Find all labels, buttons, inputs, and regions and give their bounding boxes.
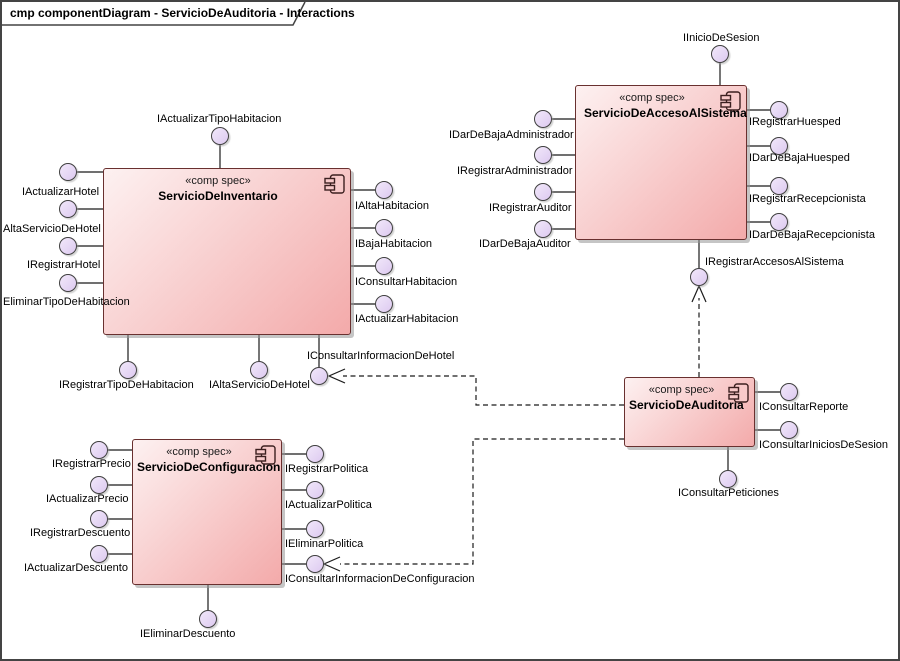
- component-icon: [255, 445, 276, 465]
- port-iregistraraccesosalsistema[interactable]: [690, 268, 708, 286]
- interface-label: IInicioDeSesion: [683, 32, 760, 44]
- interface-label: IConsultarInformacionDeHotel: [307, 350, 455, 362]
- interface-label: IEliminarPolitica: [285, 538, 364, 550]
- interface-label: IRegistrarTipoDeHabitacion: [59, 379, 194, 391]
- port-idardebajahuesped[interactable]: [770, 137, 788, 155]
- port-iconsultarhabitacion[interactable]: [375, 257, 393, 275]
- port-iactualizarhabitacion[interactable]: [375, 295, 393, 313]
- interface-label: IAltaHabitacion: [355, 200, 429, 212]
- dependency-auditoria-to-consultarinformaciondehotel[interactable]: [343, 375, 624, 406]
- interface-label: IRegistrarPrecio: [52, 458, 131, 470]
- interface-label: EliminarTipoDeHabitacion: [3, 296, 130, 308]
- port-iactualizarprecio[interactable]: [90, 476, 108, 494]
- port-iactualizardescuento[interactable]: [90, 545, 108, 563]
- interface-label: IDarDeBajaAdministrador: [449, 129, 574, 141]
- port-idardebajaauditor[interactable]: [534, 220, 552, 238]
- open-arrowhead-up: [691, 284, 707, 303]
- port-iconsultarreporte[interactable]: [780, 383, 798, 401]
- interface-label: IRegistrarPolitica: [285, 463, 369, 475]
- port-idardebajaadministrador[interactable]: [534, 110, 552, 128]
- interface-label: IRegistrarAdministrador: [457, 165, 573, 177]
- port-ibajahabitacion[interactable]: [375, 219, 393, 237]
- component-serviciodeconfiguracion[interactable]: «comp spec» ServicioDeConfiguracion: [132, 439, 282, 585]
- interface-label: IDarDeBajaHuesped: [749, 152, 850, 164]
- interface-label: IConsultarHabitacion: [355, 276, 458, 288]
- interface-label: IEliminarDescuento: [140, 628, 236, 640]
- interface-label: IConsultarIniciosDeSesion: [759, 439, 889, 451]
- port-idardebajarecepcionista[interactable]: [770, 213, 788, 231]
- interface-label: IRegistrarHotel: [27, 259, 101, 271]
- stereotype-label: «comp spec»: [166, 446, 232, 458]
- port-iregistrartipodehabitacion[interactable]: [119, 361, 137, 379]
- interface-label: IRegistrarAuditor: [489, 202, 572, 214]
- component-name: ServicioDeConfiguracion: [137, 460, 281, 474]
- solid-connectors: [77, 63, 780, 610]
- open-arrowhead-left: [327, 368, 346, 384]
- port-ialtahabitacion[interactable]: [375, 181, 393, 199]
- stereotype-label: «comp spec»: [648, 384, 715, 396]
- component-icon: [728, 383, 749, 403]
- component-name: ServicioDeAccesoAlSistema: [584, 106, 747, 120]
- port-iregistrarauditor[interactable]: [534, 183, 552, 201]
- port-iiniciodesesion[interactable]: [711, 45, 729, 63]
- port-iconsultarinformaciondeconfiguracion[interactable]: [306, 555, 324, 573]
- dependency-arrows: [322, 284, 707, 572]
- port-iregistrarhotel[interactable]: [59, 237, 77, 255]
- interface-label: IConsultarReporte: [759, 401, 849, 413]
- component-icon: [324, 174, 345, 194]
- stereotype-label: «comp spec»: [185, 175, 251, 187]
- interface-label: IActualizarHabitacion: [355, 313, 459, 325]
- port-altaserviciodehotel[interactable]: [59, 200, 77, 218]
- port-iregistraradministrador[interactable]: [534, 146, 552, 164]
- title-tab-outline: [2, 2, 306, 26]
- port-iregistrarprecio[interactable]: [90, 441, 108, 459]
- port-iregistrardescuento[interactable]: [90, 510, 108, 528]
- dependency-auditoria-to-consultarinformaciondeconfiguracion[interactable]: [340, 438, 624, 565]
- component-icon: [720, 91, 741, 111]
- stereotype-label: «comp spec»: [619, 92, 685, 104]
- interface-label: IDarDeBajaAuditor: [479, 238, 571, 250]
- component-name: ServicioDeAuditoria: [629, 398, 744, 412]
- interface-label: IRegistrarRecepcionista: [749, 193, 866, 205]
- port-iactualizarhotel[interactable]: [59, 163, 77, 181]
- port-ieliminarpolitica[interactable]: [306, 520, 324, 538]
- open-arrowhead-left: [322, 556, 341, 572]
- port-iregistrarhuesped[interactable]: [770, 101, 788, 119]
- interface-label: AltaServicioDeHotel: [3, 223, 101, 235]
- port-ieliminardescuento[interactable]: [199, 610, 217, 628]
- port-iactualizartipohabitacion[interactable]: [211, 127, 229, 145]
- port-eliminartipodehabitacion[interactable]: [59, 274, 77, 292]
- port-iregistrarpolitica[interactable]: [306, 445, 324, 463]
- interface-label: IActualizarDescuento: [24, 562, 128, 574]
- component-serviciodeinventario[interactable]: «comp spec» ServicioDeInventario: [103, 168, 351, 335]
- component-serviciodeaccesoalsistema[interactable]: «comp spec» ServicioDeAccesoAlSistema: [575, 85, 747, 240]
- port-iactualizarpolitica[interactable]: [306, 481, 324, 499]
- component-name: ServicioDeInventario: [158, 189, 278, 203]
- port-iconsultarinformaciondehotel[interactable]: [310, 367, 328, 385]
- port-ialtaserviciodehotel[interactable]: [250, 361, 268, 379]
- interface-label: IActualizarTipoHabitacion: [157, 113, 282, 125]
- interface-label: IActualizarHotel: [22, 186, 100, 198]
- component-serviciodeauditoria[interactable]: «comp spec» ServicioDeAuditoria: [624, 377, 755, 447]
- interface-label: IDarDeBajaRecepcionista: [749, 229, 875, 241]
- interface-label: IAltaServicioDeHotel: [209, 379, 310, 391]
- interface-label: IRegistrarHuesped: [749, 116, 841, 128]
- interface-label: IConsultarPeticiones: [678, 487, 779, 499]
- interface-label: IRegistrarDescuento: [30, 527, 131, 539]
- port-iconsultariniciosdesesion[interactable]: [780, 421, 798, 439]
- diagram-title: cmp componentDiagram - ServicioDeAuditor…: [10, 6, 355, 20]
- interface-label: IConsultarInformacionDeConfiguracion: [285, 573, 475, 585]
- interface-label: IBajaHabitacion: [355, 238, 433, 250]
- interface-label: IRegistrarAccesosAlSistema: [705, 256, 844, 268]
- interface-label: IActualizarPolitica: [285, 499, 372, 511]
- port-iregistrarrecepcionista[interactable]: [770, 177, 788, 195]
- port-iconsultarpeticiones[interactable]: [719, 470, 737, 488]
- interface-label: IActualizarPrecio: [46, 493, 129, 505]
